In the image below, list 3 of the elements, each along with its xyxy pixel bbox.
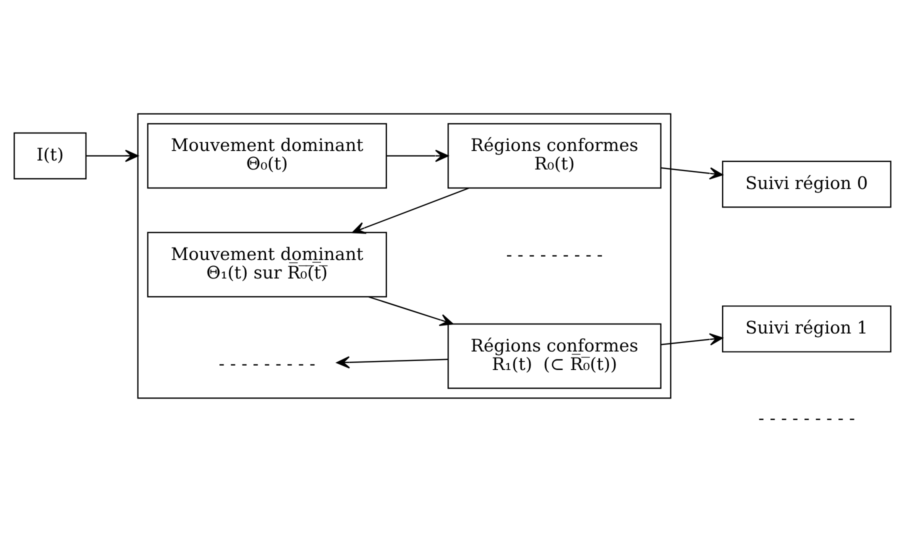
label: - - - - - - - - - xyxy=(758,408,854,428)
node-text: - - - - - - - - - xyxy=(218,354,315,374)
label: - - - - - - - - - xyxy=(506,245,602,266)
